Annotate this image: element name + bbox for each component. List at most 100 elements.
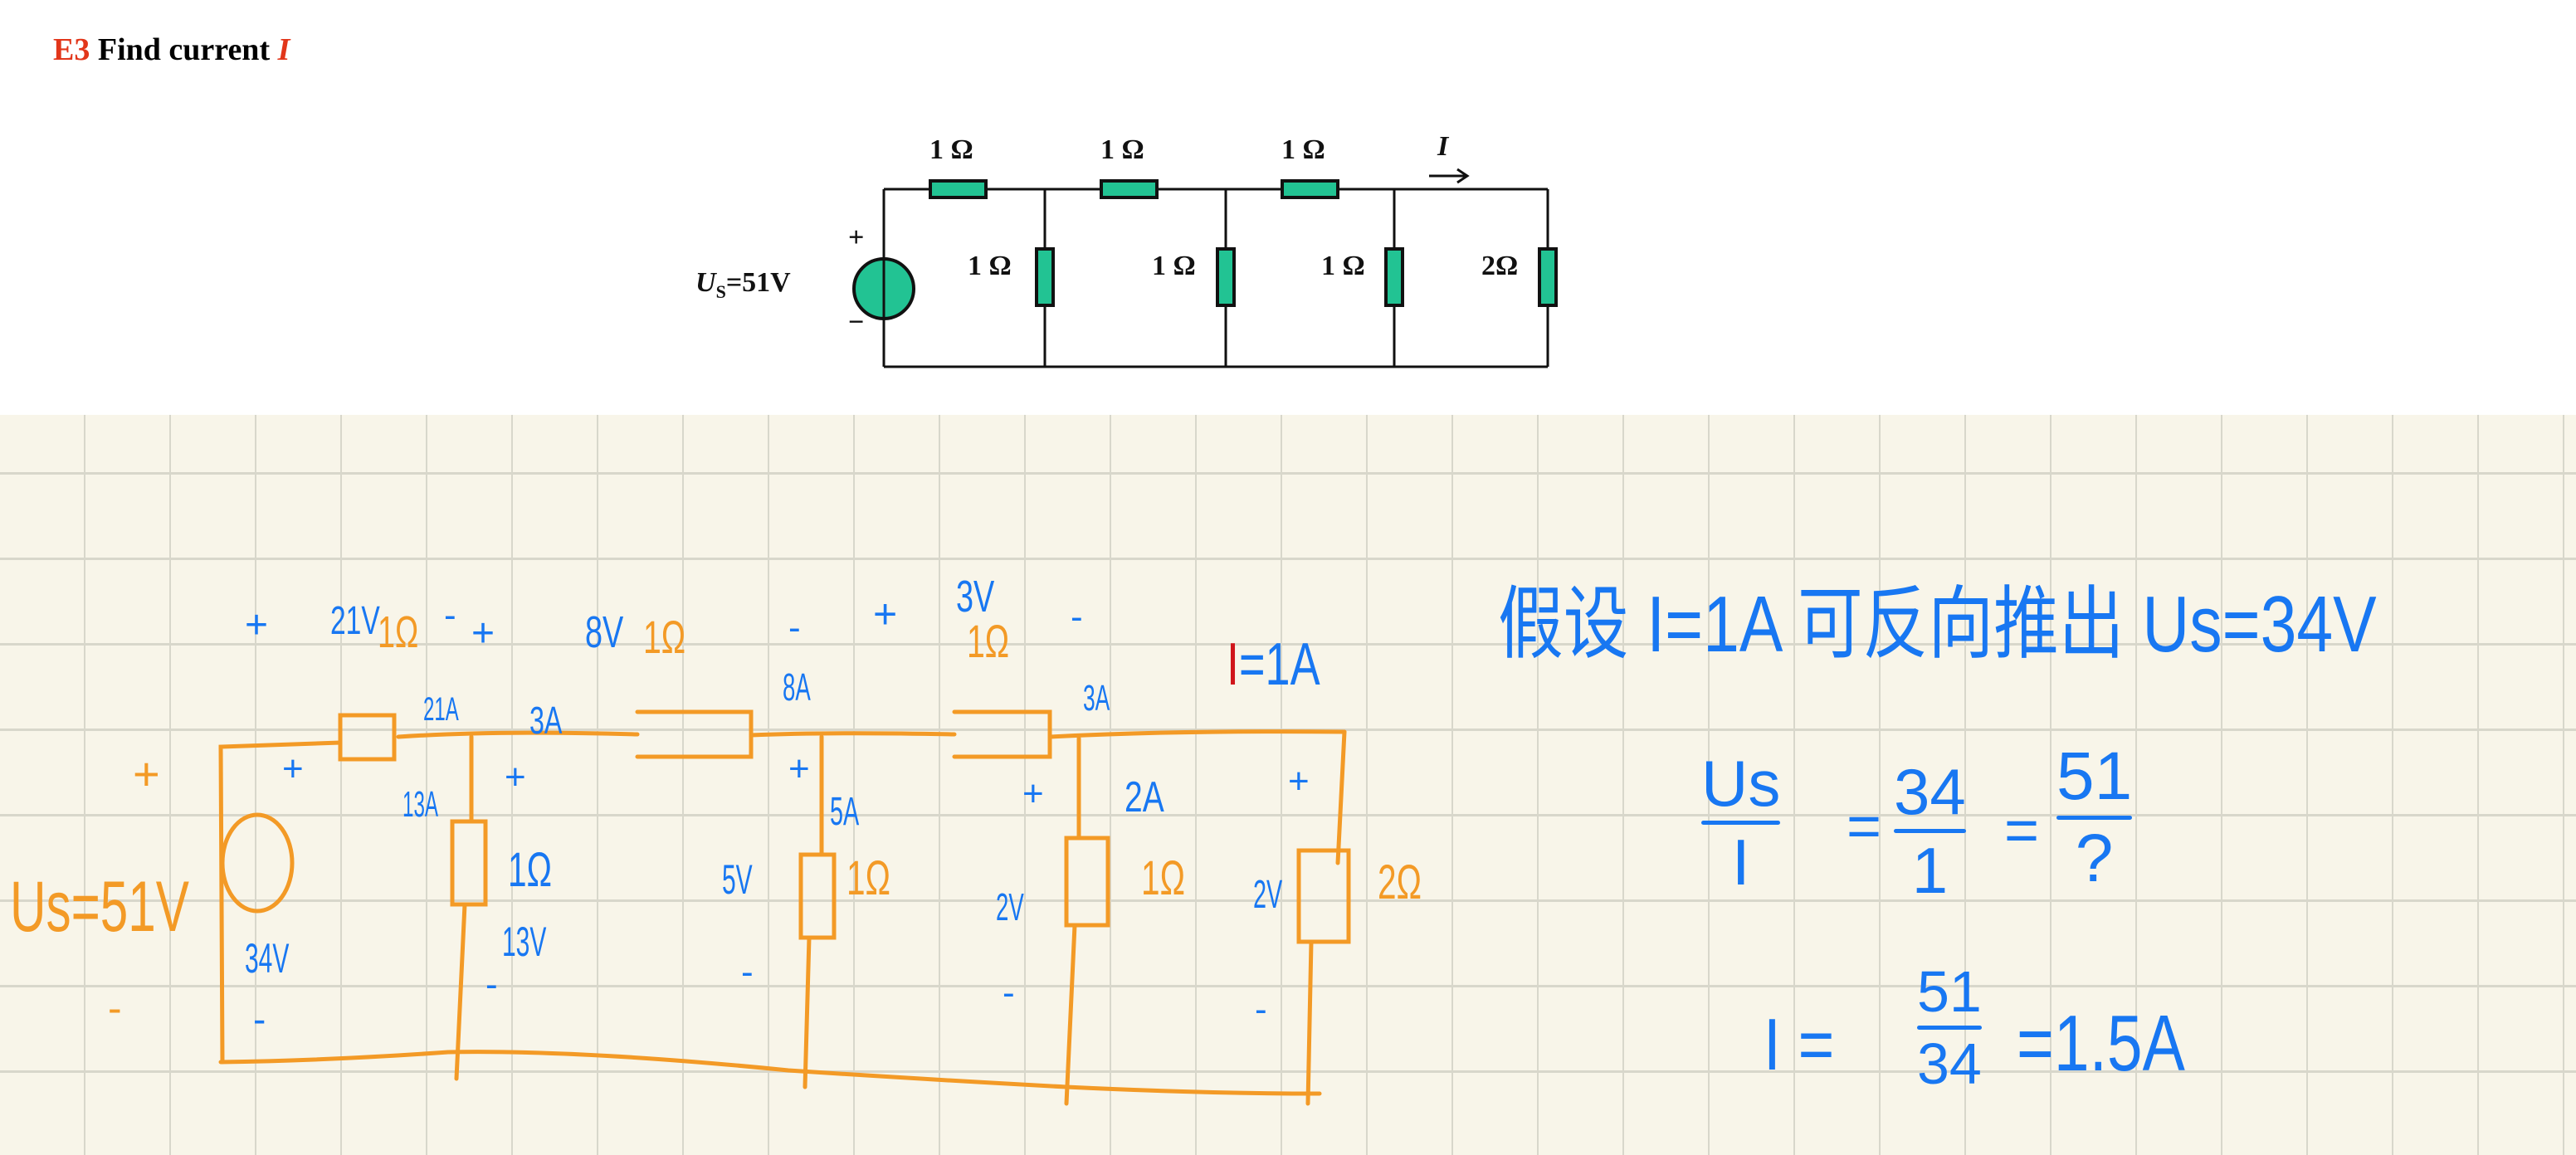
equals-sign: = bbox=[1847, 793, 1882, 860]
series-resistor-label: 1 Ω bbox=[1100, 134, 1144, 165]
equals-sign: = bbox=[2004, 797, 2040, 864]
fraction-denominator: ? bbox=[2075, 821, 2114, 896]
branch-minus: - bbox=[741, 952, 754, 992]
branch-resistance: 2Ω bbox=[1378, 855, 1422, 909]
sketch-branch-3 bbox=[1064, 736, 1110, 1106]
fraction-denominator: I bbox=[1731, 826, 1750, 899]
fraction-numerator: 34 bbox=[1894, 755, 1966, 828]
sketch-plus: + bbox=[1288, 761, 1310, 802]
sketch-current: 2A bbox=[1125, 773, 1164, 821]
fraction-denominator: 34 bbox=[1917, 1031, 1982, 1096]
sketch-minus: - bbox=[108, 985, 122, 1031]
current-label: I bbox=[1437, 131, 1449, 162]
sketch-minus: - bbox=[444, 595, 456, 636]
sketch-branch-2 bbox=[798, 734, 837, 1089]
source-symbol: U bbox=[695, 267, 716, 298]
sketch-plus: + bbox=[788, 748, 810, 789]
branch-resistance: 1Ω bbox=[846, 851, 890, 905]
problem-number: E3 bbox=[53, 32, 90, 67]
result-value: =1.5A bbox=[2017, 999, 2185, 1088]
source-label: US=51V bbox=[695, 267, 791, 303]
sketch-resistance: 1Ω bbox=[967, 615, 1010, 667]
sketch-plus: + bbox=[133, 748, 160, 800]
problem-title: E3 Find current I bbox=[53, 32, 290, 68]
source-value: =51V bbox=[725, 267, 791, 298]
resistor-shunt-3 bbox=[1384, 247, 1404, 307]
sketch-plus: + bbox=[282, 748, 304, 789]
sketch-plus: + bbox=[471, 612, 495, 655]
sketch-current: 5A bbox=[830, 790, 860, 834]
sketch-voltage: 3V bbox=[956, 572, 995, 621]
fraction-51-over-unknown: 51? bbox=[2056, 743, 2133, 896]
sketch-plus: + bbox=[245, 603, 269, 647]
source-minus: − bbox=[848, 307, 865, 338]
branch-minus: - bbox=[485, 964, 498, 1005]
resistor-shunt-1 bbox=[1035, 247, 1055, 307]
sketch-plus: + bbox=[1022, 773, 1044, 814]
branch-minus: - bbox=[1003, 972, 1015, 1013]
sketch-source bbox=[220, 812, 295, 914]
sketch-minus: - bbox=[1071, 597, 1083, 637]
shunt-resistor-label: 1 Ω bbox=[1152, 251, 1196, 281]
notebook-grid bbox=[0, 415, 2576, 1155]
resistor-series-1 bbox=[929, 179, 988, 199]
branch-minus: - bbox=[1255, 989, 1267, 1030]
sketch-resistance: 1Ω bbox=[643, 611, 686, 663]
sketch-wire-bottom bbox=[218, 1050, 1322, 1096]
series-resistor-label: 1 Ω bbox=[1281, 134, 1325, 165]
resistor-shunt-4 bbox=[1538, 247, 1558, 307]
sketch-wire-left bbox=[218, 740, 343, 1065]
current-arrow bbox=[1429, 168, 1470, 184]
sketch-current: 3A bbox=[1083, 678, 1110, 719]
source-subscript: S bbox=[715, 280, 726, 302]
sketch-wire-top bbox=[396, 729, 1347, 739]
fraction-bar bbox=[2056, 816, 2133, 820]
fraction-numerator: 51 bbox=[1917, 959, 1982, 1024]
resistor-series-3 bbox=[1281, 179, 1339, 199]
result-lhs: I = bbox=[1764, 1003, 1835, 1085]
fraction-bar bbox=[1917, 1026, 1982, 1030]
shunt-resistor-label: 1 Ω bbox=[968, 251, 1012, 281]
branch-voltage: 5V bbox=[722, 856, 753, 903]
sketch-branch-4 bbox=[1296, 848, 1351, 1106]
source-plus: + bbox=[848, 222, 865, 253]
sketch-plus: + bbox=[873, 591, 898, 637]
sketch-plus: + bbox=[505, 757, 526, 797]
assumed-current-value: =1A bbox=[1239, 631, 1320, 698]
sketch-resistor-3 bbox=[952, 709, 1052, 759]
problem-text: Find current bbox=[97, 32, 278, 67]
sketch-minus: - bbox=[253, 997, 266, 1040]
shunt-resistor-label: 1 Ω bbox=[1321, 251, 1365, 281]
branch-voltage: 2V bbox=[1253, 873, 1283, 917]
sketch-source-voltage: 34V bbox=[245, 935, 290, 982]
fraction-denominator: 1 bbox=[1911, 834, 1949, 907]
sketch-current: 21A bbox=[423, 691, 459, 728]
sketch-voltage: 8V bbox=[585, 607, 624, 657]
sketch-minus: - bbox=[788, 607, 801, 648]
sketch-source-label: Us=51V bbox=[10, 867, 189, 947]
sketch-resistor-2 bbox=[635, 709, 754, 759]
sketch-resistance: 1Ω bbox=[378, 607, 419, 657]
series-resistor-label: 1 Ω bbox=[929, 134, 973, 165]
sketch-branch-1 bbox=[450, 734, 488, 1081]
shunt-resistor-label: 2Ω bbox=[1481, 251, 1519, 281]
sketch-voltage: 21V bbox=[330, 599, 380, 643]
assumed-current-symbol: I bbox=[1227, 631, 1240, 698]
fraction-numerator: Us bbox=[1701, 747, 1781, 820]
sketch-resistor-1 bbox=[338, 713, 397, 762]
branch-resistance: 1Ω bbox=[508, 843, 552, 897]
branch-voltage: 13V bbox=[502, 919, 547, 965]
branch-resistance: 1Ω bbox=[1141, 851, 1185, 905]
problem-variable: I bbox=[277, 32, 290, 67]
sketch-wire-right bbox=[1335, 729, 1347, 865]
branch-voltage: 2V bbox=[996, 885, 1024, 928]
sketch-current: 13A bbox=[402, 784, 439, 825]
resistor-shunt-2 bbox=[1216, 247, 1236, 307]
circuit-diagram bbox=[852, 168, 1558, 368]
sketch-current: 8A bbox=[783, 665, 811, 709]
resistor-series-2 bbox=[1100, 179, 1159, 199]
